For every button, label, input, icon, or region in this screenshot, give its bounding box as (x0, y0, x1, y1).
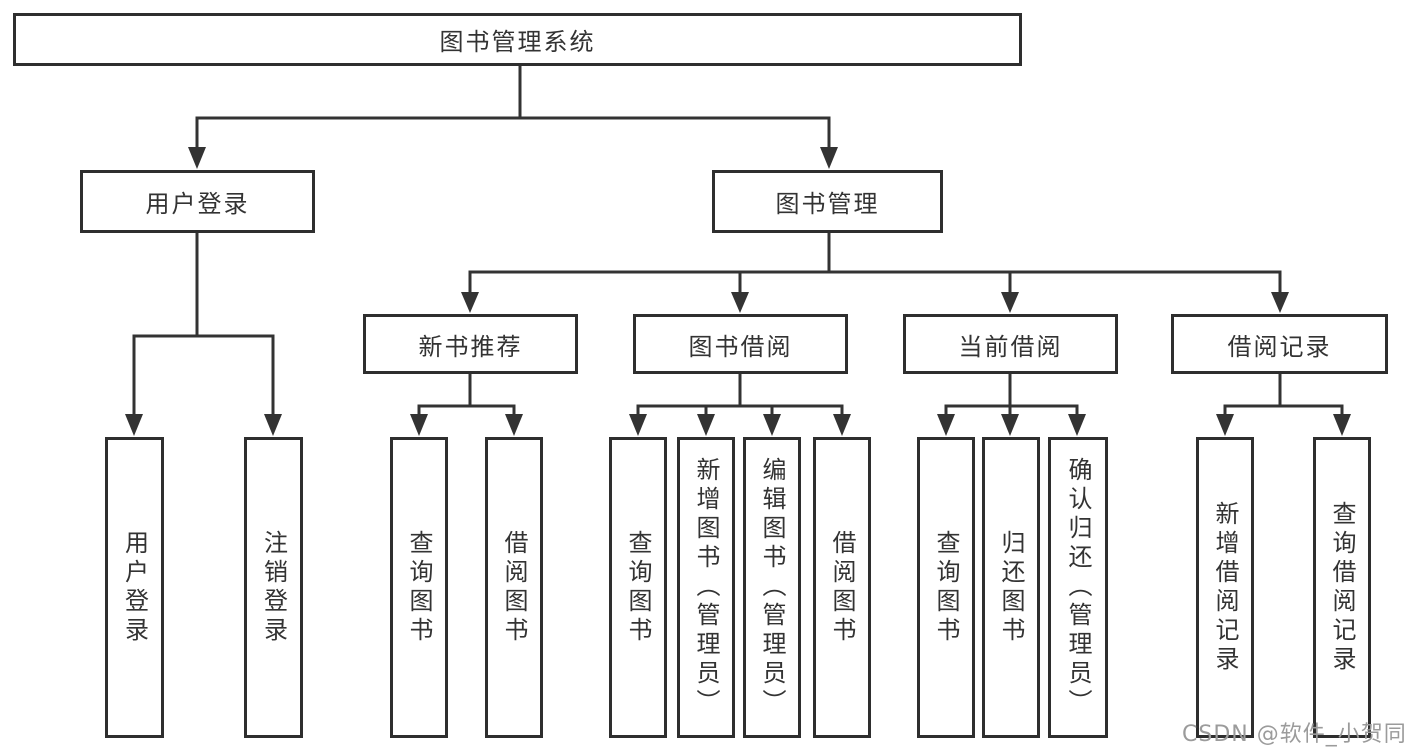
node-label: 借阅记录 (1227, 332, 1332, 361)
node-leaf-add-books-admin: 新增图书（管理员） (677, 437, 735, 738)
node-label: 图书管理系统 (439, 28, 596, 56)
node-label: 归还图书 (997, 529, 1025, 646)
node-leaf-borrow-books-1: 借阅图书 (485, 437, 543, 738)
node-label: 查询图书 (624, 529, 652, 646)
node-leaf-return-books: 归还图书 (982, 437, 1040, 738)
node-label: 新书推荐 (418, 332, 523, 361)
node-user-login: 用户登录 (80, 170, 315, 233)
node-leaf-logout: 注销登录 (244, 437, 303, 738)
node-library-management-system: 图书管理系统 (13, 13, 1022, 66)
node-book-borrowing: 图书借阅 (633, 314, 848, 374)
node-new-book-recommend: 新书推荐 (363, 314, 578, 374)
node-label: 注销登录 (259, 529, 288, 646)
node-label: 确认归还（管理员） (1064, 457, 1092, 718)
node-leaf-user-login: 用户登录 (105, 437, 164, 738)
node-leaf-confirm-return-admin: 确认归还（管理员） (1048, 437, 1108, 738)
node-borrowing-records: 借阅记录 (1171, 314, 1388, 374)
node-leaf-query-books-3: 查询图书 (917, 437, 975, 738)
node-leaf-edit-books-admin: 编辑图书（管理员） (743, 437, 801, 738)
node-label: 用户登录 (120, 529, 149, 646)
node-label: 新增图书（管理员） (692, 457, 720, 718)
node-book-management: 图书管理 (712, 170, 943, 233)
node-label: 借阅图书 (500, 529, 528, 646)
node-label: 图书管理 (775, 190, 880, 218)
node-label: 查询图书 (932, 529, 960, 646)
node-label: 编辑图书（管理员） (758, 457, 786, 718)
node-label: 图书借阅 (688, 332, 793, 361)
node-label: 查询图书 (405, 529, 433, 646)
node-leaf-query-borrow-record: 查询借阅记录 (1313, 437, 1371, 738)
node-label: 用户登录 (145, 190, 250, 218)
node-label: 借阅图书 (828, 529, 856, 646)
node-leaf-query-books-1: 查询图书 (390, 437, 448, 738)
node-leaf-borrow-books-2: 借阅图书 (813, 437, 871, 738)
node-leaf-add-borrow-record: 新增借阅记录 (1196, 437, 1254, 738)
node-label: 当前借阅 (958, 332, 1063, 361)
node-current-borrowing: 当前借阅 (903, 314, 1118, 374)
node-label: 查询借阅记录 (1328, 500, 1356, 675)
node-label: 新增借阅记录 (1211, 500, 1239, 675)
csdn-watermark: CSDN @软件_小贺同学 (1182, 722, 1405, 747)
node-leaf-query-books-2: 查询图书 (609, 437, 667, 738)
